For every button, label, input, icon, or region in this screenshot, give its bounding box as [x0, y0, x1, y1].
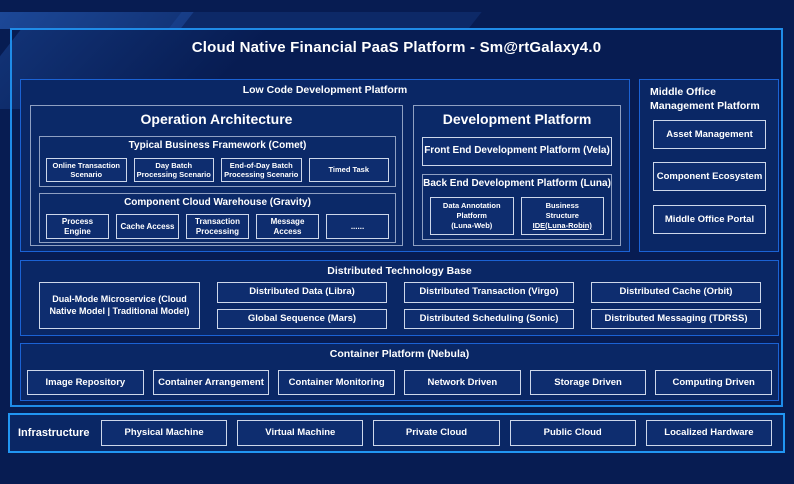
- line: Platform: [456, 211, 487, 221]
- column: Distributed Transaction (Virgo) Distribu…: [404, 282, 574, 329]
- diagonal-band-decoration: [0, 12, 194, 29]
- box-row: Process Engine Cache Access Transaction …: [46, 214, 389, 239]
- box-ellipsis: ......: [326, 214, 389, 239]
- box-distributed-transaction-virgo: Distributed Transaction (Virgo): [404, 282, 574, 303]
- box-row: Online Transaction Scenario Day Batch Pr…: [46, 158, 389, 182]
- page-title: Cloud Native Financial PaaS Platform - S…: [191, 39, 602, 56]
- line: IDE(Luna-Robin): [532, 220, 592, 230]
- box-distributed-cache-orbit: Distributed Cache (Orbit): [591, 282, 761, 303]
- box-row: Data Annotation Platform (Luna-Web) Busi…: [430, 197, 604, 235]
- group-title: Development Platform: [442, 111, 592, 127]
- box-data-annotation-platform-luna-web: Data Annotation Platform (Luna-Web): [430, 197, 514, 235]
- box-middle-office-portal: Middle Office Portal: [653, 205, 766, 234]
- box-end-of-day-batch-processing-scenario: End-of-Day Batch Processing Scenario: [221, 158, 302, 182]
- box-process-engine: Process Engine: [46, 214, 109, 239]
- main-panel: Cloud Native Financial PaaS Platform - S…: [10, 28, 783, 407]
- group-title: Operation Architecture: [140, 111, 293, 127]
- section-low-code-development-platform: Low Code Development Platform Operation …: [20, 79, 630, 252]
- box-physical-machine: Physical Machine: [101, 420, 228, 446]
- box-container-arrangement: Container Arrangement: [152, 370, 270, 395]
- box-front-end-development-platform-vela: Front End Development Platform (Vela): [422, 137, 612, 166]
- box-component-ecosystem: Component Ecosystem: [653, 162, 766, 191]
- column: Distributed Data (Libra) Global Sequence…: [217, 282, 387, 329]
- group-typical-business-framework: Typical Business Framework (Comet) Onlin…: [39, 136, 396, 187]
- box-timed-task: Timed Task: [308, 158, 389, 182]
- box-public-cloud: Public Cloud: [509, 420, 636, 446]
- box-asset-management: Asset Management: [653, 120, 766, 149]
- box-cache-access: Cache Access: [116, 214, 179, 239]
- box-storage-driven: Storage Driven: [529, 370, 647, 395]
- section-middle-office-management-platform: Middle Office Management Platform Asset …: [639, 79, 779, 252]
- box-image-repository: Image Repository: [27, 370, 144, 395]
- section-infrastructure: Infrastructure Physical Machine Virtual …: [8, 413, 785, 453]
- box-row: Image Repository Container Arrangement C…: [27, 370, 773, 395]
- group-title: Component Cloud Warehouse (Gravity): [124, 197, 311, 208]
- box-distributed-messaging-tdrss: Distributed Messaging (TDRSS): [591, 308, 761, 329]
- column: Distributed Cache (Orbit) Distributed Me…: [591, 282, 761, 329]
- section-distributed-technology-base: Distributed Technology Base Dual-Mode Mi…: [20, 260, 779, 336]
- box-global-sequence-mars: Global Sequence (Mars): [217, 308, 387, 329]
- line: (Luna-Web): [451, 220, 493, 230]
- section-title: Middle Office Management Platform: [650, 86, 760, 112]
- line: Structure: [545, 211, 579, 221]
- box-computing-driven: Computing Driven: [655, 370, 773, 395]
- box-private-cloud: Private Cloud: [373, 420, 500, 446]
- box-dual-mode-microservice: Dual-Mode Microservice (Cloud Native Mod…: [39, 282, 200, 329]
- section-title: Infrastructure: [18, 427, 90, 439]
- box-network-driven: Network Driven: [404, 370, 521, 395]
- group-title: Back End Development Platform (Luna): [423, 178, 611, 189]
- group-back-end-development-platform-luna: Back End Development Platform (Luna) Dat…: [422, 174, 612, 240]
- section-title: Container Platform (Nebula): [329, 348, 470, 360]
- section-title: Distributed Technology Base: [327, 265, 472, 277]
- box-localized-hardware: Localized Hardware: [645, 420, 773, 446]
- line: Business: [545, 201, 579, 211]
- box-row: Dual-Mode Microservice (Cloud Native Mod…: [39, 282, 761, 329]
- box-distributed-scheduling-sonic: Distributed Scheduling (Sonic): [404, 308, 574, 329]
- group-development-platform: Development Platform Front End Developme…: [413, 105, 621, 246]
- box-virtual-machine: Virtual Machine: [237, 420, 364, 446]
- box-transaction-processing: Transaction Processing: [186, 214, 249, 239]
- box-message-access: Message Access: [256, 214, 319, 239]
- box-online-transaction-scenario: Online Transaction Scenario: [46, 158, 127, 182]
- line: Data Annotation: [442, 201, 501, 211]
- group-component-cloud-warehouse: Component Cloud Warehouse (Gravity) Proc…: [39, 193, 396, 243]
- diagonal-band-decoration: [168, 12, 482, 29]
- box-day-batch-processing-scenario: Day Batch Processing Scenario: [133, 158, 214, 182]
- box-distributed-data-libra: Distributed Data (Libra): [217, 282, 387, 303]
- section-title: Low Code Development Platform: [242, 84, 408, 96]
- box-business-structure-ide-luna-robin: Business Structure IDE(Luna-Robin): [520, 197, 604, 235]
- section-container-platform-nebula: Container Platform (Nebula) Image Reposi…: [20, 343, 779, 401]
- box-container-monitoring: Container Monitoring: [278, 370, 396, 395]
- group-operation-architecture: Operation Architecture Typical Business …: [30, 105, 403, 246]
- group-title: Typical Business Framework (Comet): [128, 140, 307, 151]
